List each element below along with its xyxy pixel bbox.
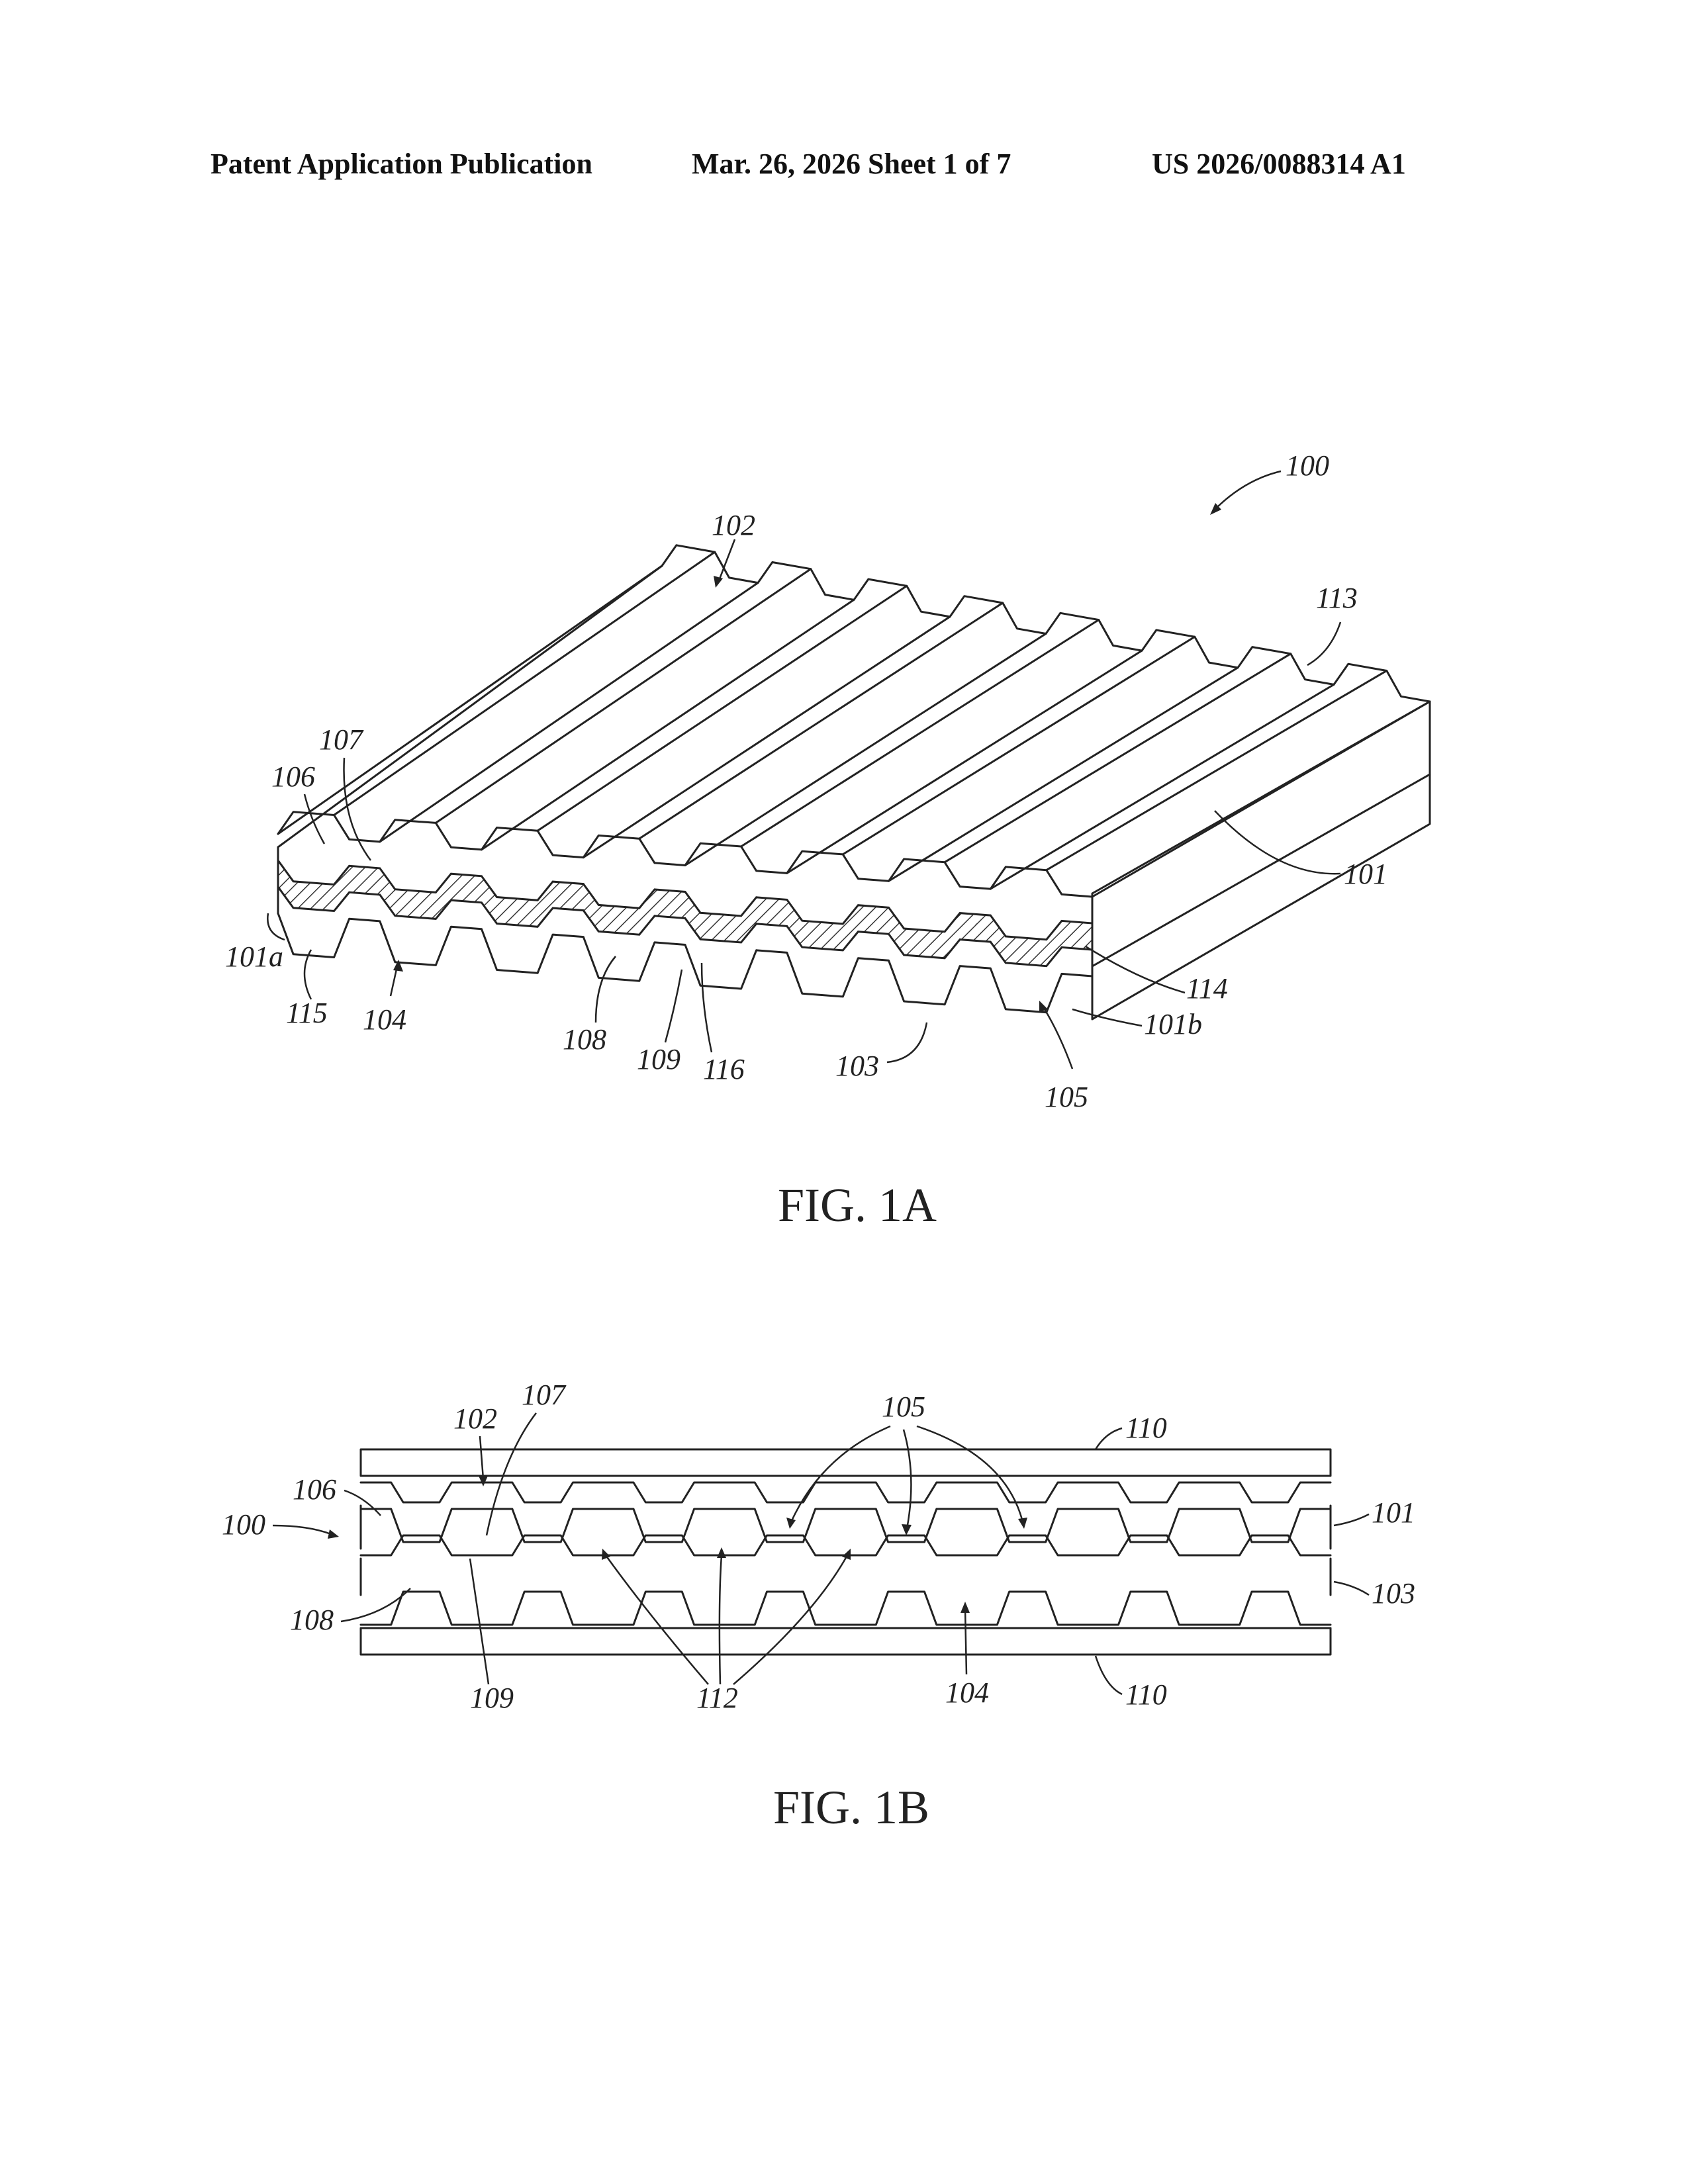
lead-1b-100 bbox=[273, 1525, 331, 1534]
fig-1a-rib-line bbox=[538, 586, 907, 831]
label-105: 105 bbox=[1045, 1081, 1088, 1113]
label-1b-107: 107 bbox=[522, 1379, 567, 1411]
arrow-1b-104 bbox=[961, 1602, 970, 1613]
lead-1b-112c bbox=[733, 1555, 847, 1684]
lead-115 bbox=[305, 950, 311, 999]
fig-1a-rib-line bbox=[741, 620, 1099, 846]
arrow-1b-102 bbox=[479, 1476, 488, 1486]
lead-1b-103 bbox=[1334, 1582, 1369, 1595]
fig-1a-rib-line bbox=[436, 569, 810, 823]
lead-1b-112b bbox=[720, 1555, 722, 1684]
label-1b-110-top: 110 bbox=[1125, 1412, 1167, 1444]
label-106: 106 bbox=[271, 760, 315, 793]
lead-1b-105a bbox=[791, 1426, 890, 1522]
label-1b-105: 105 bbox=[882, 1390, 925, 1423]
fig-1a-rib-line bbox=[482, 600, 855, 850]
fig-1b-top-plate bbox=[361, 1449, 1331, 1476]
label-1b-104: 104 bbox=[945, 1676, 989, 1709]
label-115: 115 bbox=[286, 997, 328, 1029]
lead-1b-105c bbox=[917, 1426, 1023, 1522]
label-114: 114 bbox=[1186, 972, 1228, 1005]
label-1b-102: 102 bbox=[453, 1402, 497, 1435]
lead-106 bbox=[305, 794, 324, 844]
label-1b-108: 108 bbox=[290, 1604, 334, 1636]
lead-105 bbox=[1043, 1006, 1072, 1069]
arrow-1b-100 bbox=[328, 1529, 339, 1539]
fig-1b-layer-103-bottom bbox=[361, 1592, 1331, 1625]
lead-1b-108 bbox=[341, 1588, 410, 1621]
fig-1a-caption: FIG. 1A bbox=[778, 1179, 937, 1232]
fig-1b-labels: 102 107 105 110 106 100 101 103 108 109 … bbox=[222, 1379, 1415, 1714]
fig-1b-drawing bbox=[361, 1449, 1331, 1655]
fig-1b-bottom-plate bbox=[361, 1628, 1331, 1655]
lead-109 bbox=[665, 970, 682, 1042]
fig-1a-top-sheet-back bbox=[662, 545, 1430, 702]
lead-1b-105b bbox=[904, 1430, 911, 1529]
label-1b-110-bottom: 110 bbox=[1125, 1678, 1167, 1711]
fig-1a-rib-line bbox=[639, 603, 1003, 839]
fig-1a-top-sheet-front bbox=[278, 812, 1092, 897]
label-1b-100: 100 bbox=[222, 1508, 265, 1541]
lead-1b-102 bbox=[480, 1436, 483, 1479]
lead-103 bbox=[887, 1023, 927, 1062]
lead-113 bbox=[1307, 622, 1340, 665]
lead-101b bbox=[1072, 1009, 1142, 1026]
fig-1b-caption: FIG. 1B bbox=[773, 1781, 929, 1834]
fig-1a-rib-line bbox=[278, 566, 662, 834]
lead-1b-101 bbox=[1334, 1514, 1369, 1525]
label-101a: 101a bbox=[225, 940, 283, 973]
lead-114 bbox=[1086, 946, 1185, 993]
fig-1a-rib-line bbox=[334, 552, 715, 815]
arrow-102 bbox=[714, 576, 723, 588]
lead-116 bbox=[702, 963, 712, 1052]
fig-1a-rib-line bbox=[685, 634, 1046, 866]
label-107: 107 bbox=[319, 723, 364, 756]
label-1b-109: 109 bbox=[470, 1682, 514, 1714]
label-103: 103 bbox=[835, 1050, 879, 1082]
fig-1a-labels: 100 102 113 107 106 101 101a 115 104 108… bbox=[225, 449, 1387, 1113]
label-101b: 101b bbox=[1144, 1008, 1202, 1040]
label-1b-103: 103 bbox=[1372, 1577, 1415, 1610]
label-109: 109 bbox=[637, 1043, 680, 1075]
lead-104 bbox=[391, 966, 397, 996]
label-113: 113 bbox=[1316, 582, 1358, 614]
lead-1b-109 bbox=[470, 1559, 489, 1684]
label-104: 104 bbox=[363, 1003, 406, 1036]
label-116: 116 bbox=[703, 1053, 745, 1085]
lead-1b-104 bbox=[965, 1608, 966, 1674]
fig-1b-layer-101-top bbox=[361, 1482, 1331, 1502]
lead-101 bbox=[1215, 811, 1340, 874]
fig-1a-rib-line bbox=[787, 651, 1142, 873]
lead-100 bbox=[1215, 471, 1281, 510]
arrow-1b-105c bbox=[1018, 1518, 1027, 1529]
arrow-1b-105b bbox=[902, 1524, 912, 1535]
fig-1a-rib-line bbox=[380, 583, 758, 842]
lead-1b-110-top bbox=[1096, 1428, 1122, 1449]
lead-1b-110-bottom bbox=[1096, 1656, 1122, 1694]
arrow-1b-105a bbox=[786, 1518, 796, 1529]
lead-108 bbox=[596, 956, 616, 1023]
label-1b-112: 112 bbox=[696, 1682, 738, 1714]
lead-1b-106 bbox=[344, 1490, 381, 1516]
fig-1b-layer-103-top bbox=[361, 1535, 1331, 1555]
fig-1b-layer-101-bottom bbox=[361, 1509, 1331, 1542]
fig-1b-side-edges bbox=[361, 1506, 1331, 1595]
label-101: 101 bbox=[1344, 858, 1387, 890]
label-1b-101: 101 bbox=[1372, 1496, 1415, 1529]
fig-1a-drawing bbox=[278, 545, 1430, 1019]
arrow-1b-112b bbox=[717, 1547, 726, 1558]
label-102: 102 bbox=[712, 509, 755, 541]
fig-1a-hatched-section bbox=[278, 860, 1092, 966]
label-1b-106: 106 bbox=[293, 1473, 336, 1506]
label-108: 108 bbox=[563, 1023, 606, 1056]
label-100: 100 bbox=[1286, 449, 1329, 482]
